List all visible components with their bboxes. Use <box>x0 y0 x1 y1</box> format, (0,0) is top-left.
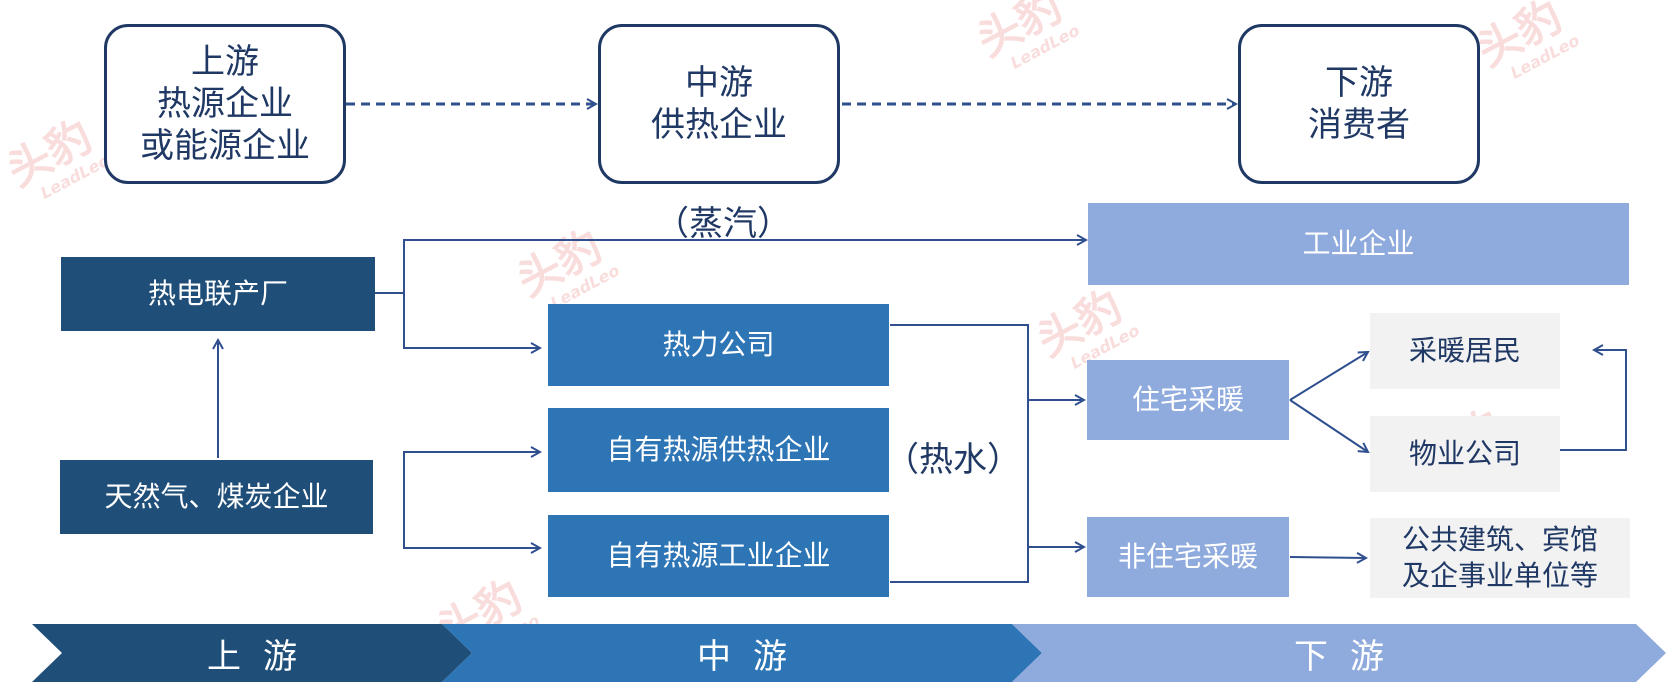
downstream-stage-chevron: 下游 <box>1012 624 1666 682</box>
upstream-header-box: 上游 热源企业 或能源企业 <box>104 24 346 184</box>
header-line: 供热企业 <box>651 105 787 145</box>
hot-water-label: （热水） <box>885 440 1021 480</box>
steam-label: （蒸汽） <box>655 204 791 244</box>
heating-residents-node: 采暖居民 <box>1370 313 1560 389</box>
header-line: 中游 <box>685 63 753 103</box>
public-buildings-line: 公共建筑、宾馆 <box>1401 523 1598 556</box>
property-company-node: 物业公司 <box>1370 416 1560 492</box>
gas-coal-node: 天然气、煤炭企业 <box>60 460 373 534</box>
chp-plant-node: 热电联产厂 <box>61 257 375 331</box>
midstream-header-box: 中游 供热企业 <box>598 24 840 184</box>
public-buildings-line: 及企事业单位等 <box>1401 559 1598 592</box>
upstream-stage-chevron: 上游 <box>32 624 472 682</box>
industrial-enterprise-node: 工业企业 <box>1088 203 1629 285</box>
public-buildings-node: 公共建筑、宾馆 及企事业单位等 <box>1370 518 1630 598</box>
residential-heating-node: 住宅采暖 <box>1087 360 1289 440</box>
header-line: 下游 <box>1325 63 1393 103</box>
header-line: 消费者 <box>1308 105 1410 145</box>
own-heat-industrial-node: 自有热源工业企业 <box>548 515 889 597</box>
own-heat-supply-node: 自有热源供热企业 <box>548 408 889 492</box>
non-residential-heating-node: 非住宅采暖 <box>1087 517 1289 597</box>
downstream-header-box: 下游 消费者 <box>1238 24 1480 184</box>
header-line: 热源企业 <box>157 84 293 124</box>
header-line: 或能源企业 <box>140 126 310 166</box>
midstream-stage-chevron: 中游 <box>442 624 1042 682</box>
heat-company-node: 热力公司 <box>548 304 889 386</box>
header-line: 上游 <box>191 42 259 82</box>
